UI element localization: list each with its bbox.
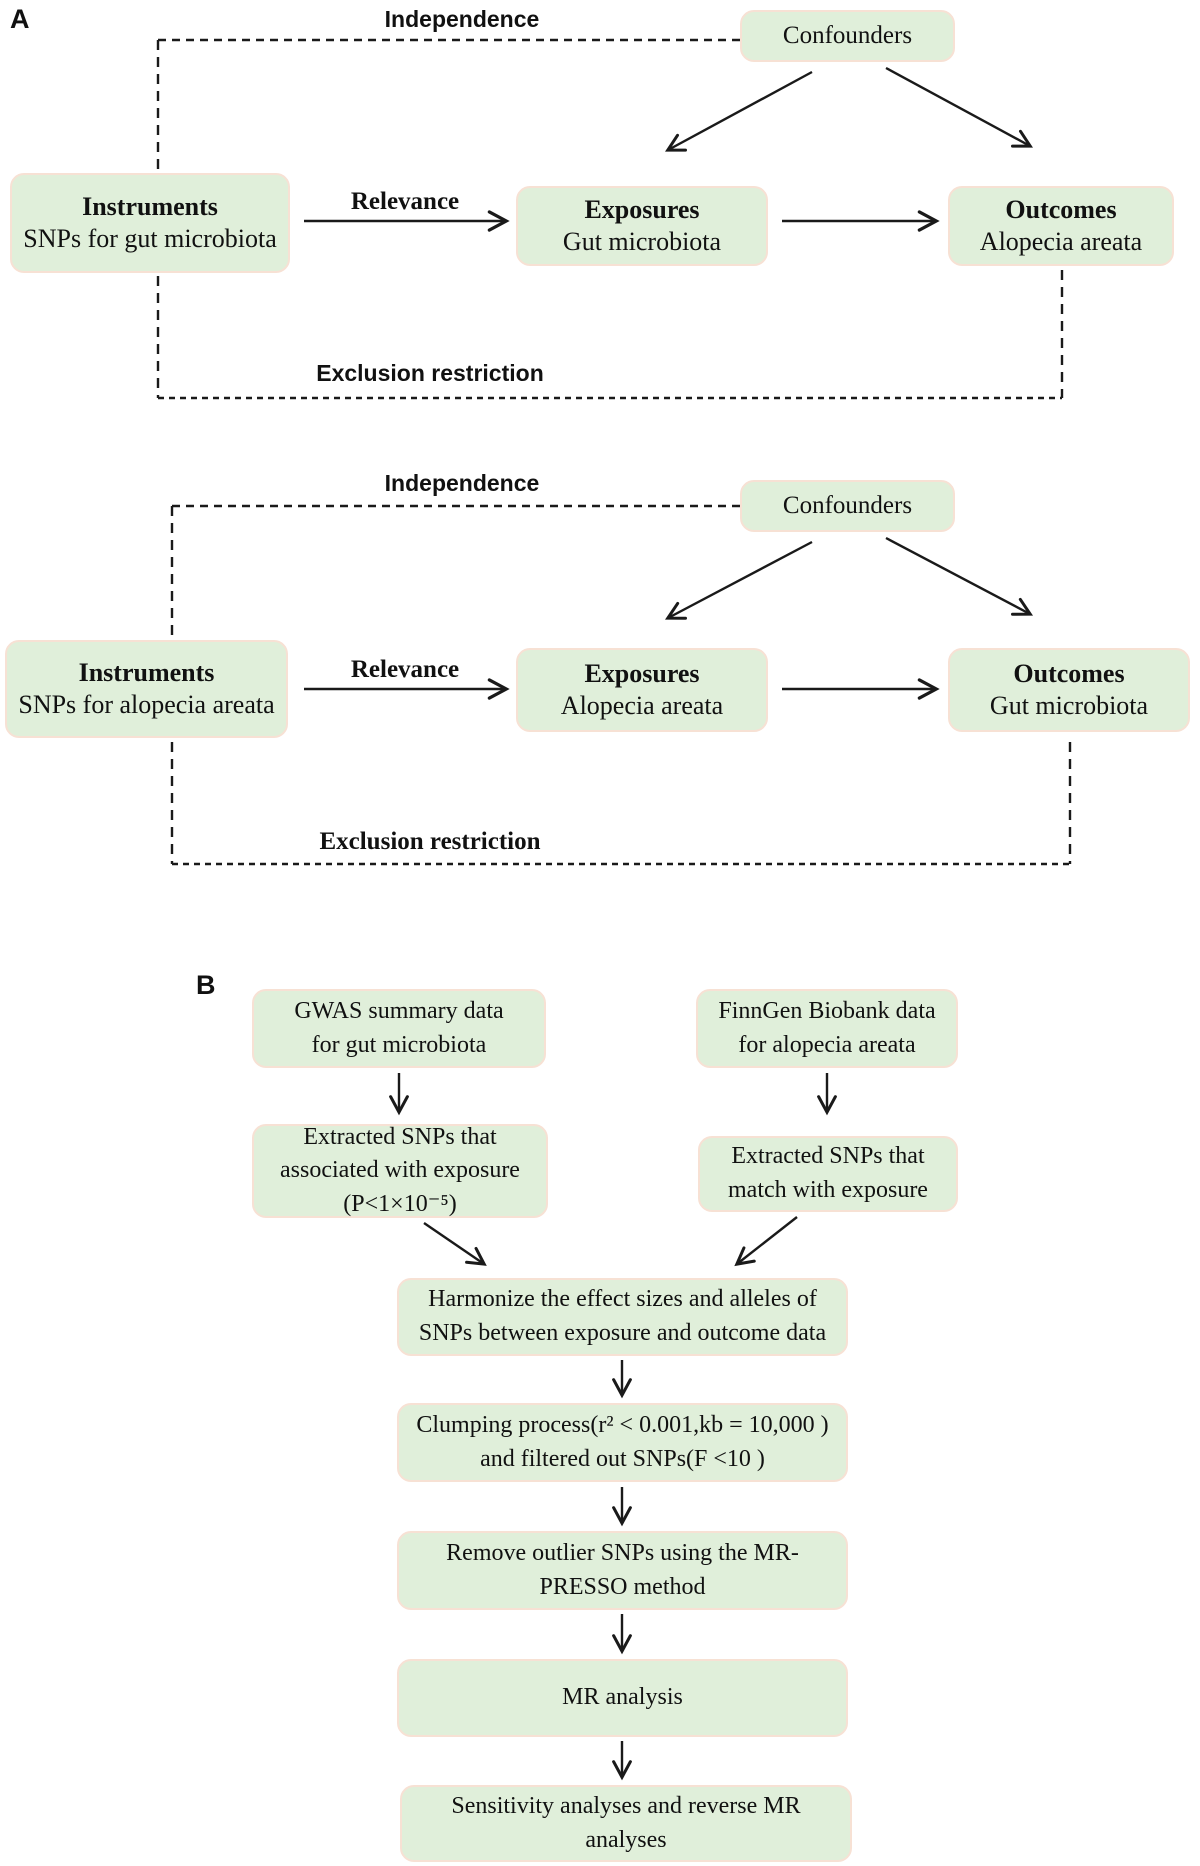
exclusion-label-top: Exclusion restriction	[316, 360, 544, 386]
gwas-summary-box: GWAS summary data for gut microbiota	[252, 989, 546, 1068]
instruments-subtitle-bottom: SNPs for alopecia areata	[18, 690, 275, 719]
panel-a-label: A	[10, 4, 30, 34]
extracted-left-to-harmonize-arrow	[423, 1222, 487, 1266]
sensitivity-analyses-box: Sensitivity analyses and reverse MR anal…	[400, 1785, 852, 1862]
clumping-box: Clumping process(r² < 0.001,kb = 10,000 …	[397, 1403, 848, 1482]
instruments-title-bottom: Instruments	[78, 657, 215, 687]
harmonize-box: Harmonize the effect sizes and alleles o…	[397, 1278, 848, 1356]
exposures-box-top: Exposures Gut microbiota	[516, 186, 768, 266]
instruments-box-bottom: Instruments SNPs for alopecia areata	[5, 640, 288, 738]
finngen-biobank-box: FinnGen Biobank data for alopecia areata	[696, 989, 958, 1068]
relevance-label-top: Relevance	[350, 188, 460, 215]
exposures-subtitle-top: Gut microbiota	[562, 227, 722, 256]
extracted-right-to-harmonize-arrow	[734, 1216, 798, 1267]
exposures-subtitle-bottom: Alopecia areata	[560, 691, 724, 720]
instruments-subtitle-top: SNPs for gut microbiota	[23, 224, 277, 253]
exposures-title-top: Exposures	[584, 194, 700, 224]
exposures-title-bottom: Exposures	[584, 658, 700, 688]
outcomes-title-top: Outcomes	[1005, 194, 1117, 224]
confounders-to-outcomes-arrow-bottom	[885, 536, 1034, 616]
outcomes-subtitle-top: Alopecia areata	[979, 227, 1143, 256]
outcomes-box-top: Outcomes Alopecia areata	[948, 186, 1174, 266]
relevance-label-bottom: Relevance	[350, 656, 460, 683]
confounders-box-bottom: Confounders	[740, 480, 955, 532]
exposures-box-bottom: Exposures Alopecia areata	[516, 648, 768, 732]
mr-analysis-box: MR analysis	[397, 1659, 848, 1737]
panel-b-label: B	[196, 970, 216, 1000]
confounders-to-exposures-arrow-top	[665, 70, 813, 152]
extracted-snps-match-box: Extracted SNPs that match with exposure	[698, 1136, 958, 1212]
independence-label-bottom: Independence	[384, 470, 540, 496]
confounders-text-top: Confounders	[782, 22, 913, 49]
outcomes-subtitle-bottom: Gut microbiota	[989, 691, 1149, 720]
exclusion-label-bottom: Exclusion restriction	[319, 828, 541, 855]
confounders-box-top: Confounders	[740, 10, 955, 62]
mr-presso-box: Remove outlier SNPs using the MR- PRESSO…	[397, 1531, 848, 1610]
extracted-snps-exposure-box: Extracted SNPs that associated with expo…	[252, 1124, 548, 1218]
outcomes-title-bottom: Outcomes	[1013, 658, 1125, 688]
instruments-title-top: Instruments	[82, 191, 218, 221]
confounders-to-exposures-arrow-bottom	[664, 540, 813, 620]
independence-label-top: Independence	[384, 6, 540, 32]
outcomes-box-bottom: Outcomes Gut microbiota	[948, 648, 1190, 732]
confounders-text-bottom: Confounders	[782, 492, 913, 519]
confounders-to-outcomes-arrow-top	[885, 66, 1033, 148]
instruments-box-top: Instruments SNPs for gut microbiota	[10, 173, 290, 273]
